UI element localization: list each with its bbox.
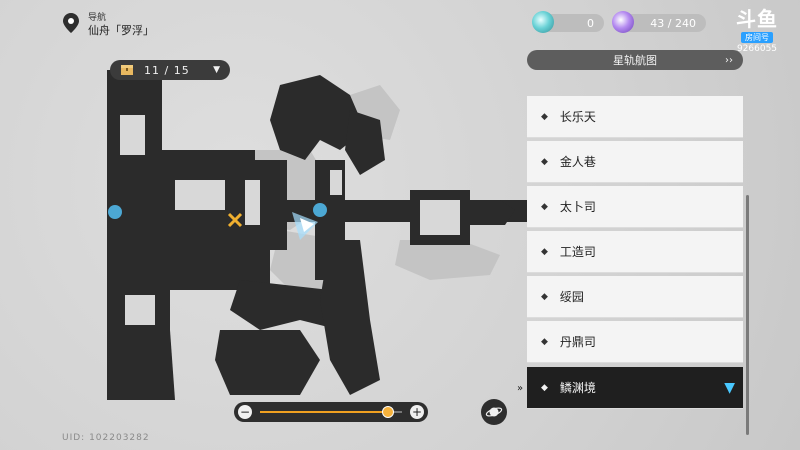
zoom-fill — [260, 411, 388, 413]
chest-count: 11 / 15 — [144, 63, 190, 77]
player-arrow-icon — [292, 212, 318, 240]
zoom-in-button[interactable]: + — [410, 405, 424, 419]
nav-label: 导航 — [88, 13, 107, 23]
caret-down-icon: ▼ — [213, 65, 220, 75]
oneiric-shard-counter[interactable]: 0 — [532, 11, 604, 33]
planet-switch-button[interactable] — [481, 399, 507, 425]
location-item-selected[interactable]: ◆ 鳞渊境 ▼ — [527, 367, 743, 409]
oneiric-shard-icon — [532, 11, 554, 33]
star-rail-map-label: 星轨航图 — [613, 54, 657, 67]
diamond-bullet-icon: ◆ — [541, 156, 548, 167]
world-title: 仙舟「罗浮」 — [88, 24, 154, 37]
location-name: 鳞渊境 — [559, 381, 596, 395]
map-pin-icon — [63, 13, 79, 33]
diamond-bullet-icon: ◆ — [541, 111, 548, 122]
star-rail-map-button[interactable]: 星轨航图 ›› — [527, 50, 743, 70]
zoom-out-button[interactable]: − — [238, 405, 252, 419]
location-item[interactable]: ◆ 太卜司 — [527, 186, 743, 228]
watermark-tag: 房间号 — [741, 32, 773, 43]
watermark-logo: 斗鱼 — [736, 7, 778, 31]
location-item[interactable]: ◆ 绥园 — [527, 276, 743, 318]
location-item[interactable]: ◆ 工造司 — [527, 231, 743, 273]
double-chevron-right-icon: ›› — [725, 54, 733, 66]
location-name: 太卜司 — [559, 200, 596, 214]
trailblaze-power-value: 43 / 240 — [650, 16, 696, 30]
location-item[interactable]: ◆ 长乐天 — [527, 96, 743, 138]
zoom-track[interactable] — [260, 406, 402, 418]
treasure-chest-icon — [121, 65, 133, 75]
diamond-bullet-icon: ◆ — [541, 336, 548, 347]
diamond-bullet-icon: ◆ — [541, 291, 548, 302]
watermark-room-id: 9266055 — [736, 44, 778, 54]
location-item[interactable]: ◆ 丹鼎司 — [527, 321, 743, 363]
target-cross-icon[interactable] — [227, 212, 243, 228]
chest-counter-dropdown[interactable]: 11 / 15 ▼ — [110, 60, 230, 80]
planet-icon — [485, 407, 503, 417]
location-name: 绥园 — [559, 290, 584, 304]
location-name: 金人巷 — [559, 155, 596, 169]
diamond-bullet-icon: ◆ — [541, 382, 548, 393]
zoom-slider[interactable]: − + — [234, 402, 428, 422]
diamond-bullet-icon: ◆ — [541, 201, 548, 212]
location-name: 丹鼎司 — [559, 335, 596, 349]
zoom-handle[interactable] — [381, 406, 394, 418]
map-walkable-area — [107, 70, 530, 400]
location-list-scrollbar[interactable] — [746, 195, 749, 435]
oneiric-shard-value: 0 — [587, 16, 594, 30]
map-waypoints — [108, 203, 327, 219]
map-rooms — [120, 115, 460, 325]
location-item[interactable]: ◆ 金人巷 — [527, 141, 743, 183]
navigation-header: 导航 仙舟「罗浮」 — [62, 12, 154, 38]
location-name: 长乐天 — [559, 110, 596, 124]
player-uid: UID: 102203282 — [62, 433, 150, 443]
selection-indicator-icon: » — [517, 383, 524, 394]
chevron-down-icon: ▼ — [724, 379, 735, 396]
trailblaze-power-icon — [612, 11, 634, 33]
location-name: 工造司 — [559, 245, 596, 259]
diamond-bullet-icon: ◆ — [541, 246, 548, 257]
stream-watermark: 斗鱼 房间号 9266055 — [722, 8, 792, 54]
trailblaze-power-counter[interactable]: 43 / 240 — [612, 11, 706, 33]
